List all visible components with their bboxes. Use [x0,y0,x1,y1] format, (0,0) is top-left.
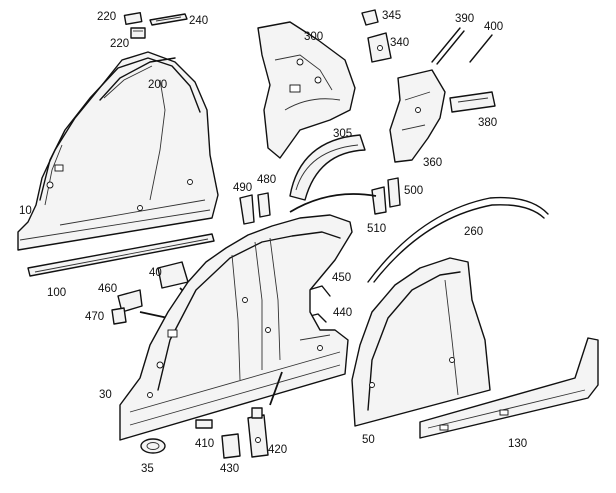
part-400-strip [469,34,493,63]
part-10-side-panel [17,51,219,251]
part-240-bracket [149,13,188,26]
callout-10: 10 [19,205,32,217]
callout-360: 360 [423,157,442,169]
callout-200: 200 [148,79,167,91]
leader-420 [269,371,283,406]
callout-420: 420 [268,444,287,456]
callout-340: 340 [390,37,409,49]
part-200-roof-rail [99,57,176,101]
callout-470: 470 [85,311,104,323]
part-50-aperture-frame [351,257,491,427]
callout-480: 480 [257,174,276,186]
callout-40: 40 [149,267,162,279]
callout-50: 50 [362,434,375,446]
callout-460: 460 [98,283,117,295]
callout-30: 30 [99,389,112,401]
part-300-rear-inner [257,21,356,159]
callout-430: 430 [220,463,239,475]
callout-100: 100 [47,287,66,299]
part-490-bracket [239,194,255,225]
part-220-clip [123,11,146,39]
part-420-bracket [247,407,269,458]
leader-510 [289,193,377,213]
part-30-body-side-inner [119,214,353,441]
callout-345: 345 [382,10,401,22]
callout-380: 380 [478,117,497,129]
part-470-bracket [111,307,127,325]
part-260-roof-arch [367,196,549,283]
callout-35: 35 [141,463,154,475]
callout-410: 410 [195,438,214,450]
part-100-rocker-rail [27,233,215,277]
part-35-grommet [140,438,166,454]
callout-130: 130 [508,438,527,450]
callout-390: 390 [455,13,474,25]
part-480-bracket [257,192,271,218]
part-345-clip [361,9,379,26]
callout-220-top: 220 [97,11,116,23]
callout-305: 305 [333,128,352,140]
callout-300: 300 [304,31,323,43]
part-340-bracket [367,32,392,63]
part-380-bracket [449,91,496,113]
callout-240: 240 [189,15,208,27]
callout-260: 260 [464,226,483,238]
part-430-bracket [221,433,241,459]
callout-500: 500 [404,185,423,197]
part-500-clip [387,177,401,208]
part-410-clip [195,419,213,429]
part-360-quarter-inner [389,69,446,163]
leader-460 [139,311,169,319]
part-305-wheel-arch [289,134,366,201]
part-390-strip [431,27,465,65]
callout-490: 490 [233,182,252,194]
part-130-sill [419,337,599,439]
callout-220-bottom: 220 [110,38,129,50]
callout-510: 510 [367,223,386,235]
part-40-gusset [157,261,189,289]
callout-400: 400 [484,21,503,33]
callout-450: 450 [332,272,351,284]
part-510-bracket [371,186,387,215]
part-460-bracket [117,289,143,313]
callout-440: 440 [333,307,352,319]
